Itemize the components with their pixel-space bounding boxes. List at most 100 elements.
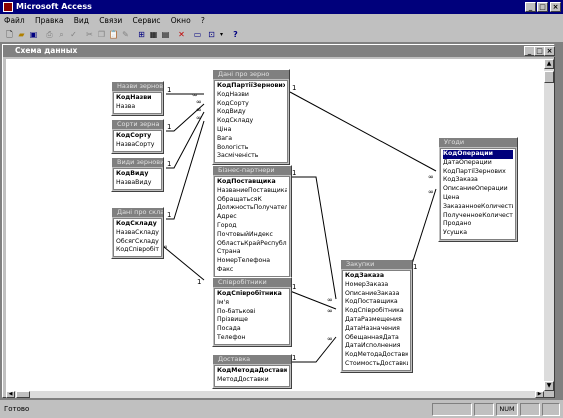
print-icon[interactable]: ⎙	[46, 30, 53, 39]
open-icon[interactable]: ▰	[18, 30, 25, 39]
new-object-dropdown-icon[interactable]: ▾	[219, 31, 223, 38]
field-row[interactable]: КодСпівробітника	[217, 290, 282, 297]
field-row[interactable]: КодЗаказа	[443, 176, 478, 184]
relationships-canvas[interactable]: 1 ∞ 1 ∞ 1 ∞ 1 ∞ 1 ∞ 1 ∞ 1 ∞ 1 ∞ 1	[6, 59, 544, 391]
table-partnery[interactable]: Бізнес-партнери КодПоставщика НазваниеПо…	[212, 165, 292, 279]
menu-help[interactable]: ?	[200, 16, 205, 25]
minimize-button[interactable]: _	[525, 2, 536, 12]
table-title[interactable]: Сорти зерна	[112, 120, 163, 129]
field-row[interactable]: Продано	[443, 220, 472, 228]
field-row[interactable]: ДатаИсполнения	[345, 342, 401, 350]
field-row[interactable]: НомерЗаказа	[345, 280, 389, 288]
field-row[interactable]: КодСкладу	[116, 220, 157, 227]
field-row[interactable]: ЗаказанноеКоличество	[443, 202, 513, 210]
field-row[interactable]: ОписаниеОперации	[443, 185, 508, 193]
field-row[interactable]: МетодДоставки	[217, 375, 269, 383]
field-row[interactable]: ОбещаннаяДата	[345, 333, 399, 341]
menu-relationships[interactable]: Связи	[99, 16, 123, 25]
preview-icon[interactable]: ⌕	[59, 30, 64, 39]
spelling-icon[interactable]: ✓	[70, 30, 77, 39]
table-sorty[interactable]: Сорти зерна КодСорту НазваСорту	[111, 119, 164, 154]
save-icon[interactable]: ▣	[29, 30, 38, 39]
field-row[interactable]: Ціна	[217, 125, 232, 133]
table-sklady[interactable]: Дані про склади КодСкладу НазваСкладу Об…	[111, 207, 164, 260]
field-row[interactable]: КодНазви	[116, 94, 152, 101]
menu-window[interactable]: Окно	[170, 16, 191, 25]
field-row[interactable]: КодПоставщика	[217, 178, 276, 185]
scroll-right-button[interactable]: ▶	[535, 391, 544, 398]
delete-icon[interactable]: ✕	[178, 30, 185, 39]
field-row[interactable]: Город	[217, 221, 237, 229]
field-row[interactable]: КодМетодаДоставки	[345, 351, 408, 359]
field-row[interactable]: Адрес	[217, 213, 237, 221]
table-title[interactable]: Дані про склади	[112, 208, 163, 217]
table-zerno[interactable]: Дані про зерно КодПартіїЗернових КодНазв…	[212, 69, 290, 166]
new-object-icon[interactable]: ⊡	[208, 30, 215, 39]
field-row[interactable]: ПолученноеКоличество	[443, 211, 513, 219]
menu-view[interactable]: Вид	[73, 16, 89, 25]
horizontal-scroll-thumb[interactable]	[16, 391, 30, 398]
field-row[interactable]: СтоимостьДоставки	[345, 359, 408, 367]
table-title[interactable]: Співробітники	[213, 278, 291, 287]
table-vydy[interactable]: Види зернових КодВиду НазваВиду	[111, 157, 164, 192]
field-row-selected[interactable]: КодОперации	[443, 150, 513, 159]
field-row[interactable]: Засміченість	[217, 152, 259, 160]
format-painter-icon[interactable]: ✎	[122, 30, 129, 39]
database-window-icon[interactable]: ▭	[193, 30, 202, 39]
field-row[interactable]: КодПоставщика	[345, 298, 398, 306]
field-row[interactable]: ОбластьКрайРеспублика	[217, 239, 287, 247]
copy-icon[interactable]: ❐	[97, 30, 106, 39]
field-row[interactable]: КодВиду	[217, 108, 246, 116]
field-row[interactable]: КодПартіїЗернових	[443, 167, 506, 175]
field-row[interactable]: ДолжностьПолучателя	[217, 204, 287, 212]
child-close-button[interactable]: ×	[544, 46, 555, 56]
menu-file[interactable]: Файл	[4, 16, 25, 25]
table-title[interactable]: Закупки	[341, 260, 412, 269]
field-row[interactable]: ОбсягСкладу	[116, 237, 159, 245]
menu-edit[interactable]: Правка	[34, 16, 64, 25]
field-row[interactable]: КодСорту	[116, 132, 152, 139]
field-row[interactable]: Ім'я	[217, 298, 229, 306]
field-row[interactable]: КодВиду	[116, 170, 149, 177]
field-row[interactable]: Вага	[217, 134, 233, 142]
table-zakupki[interactable]: Закупки КодЗаказа НомерЗаказа ОписаниеЗа…	[340, 259, 413, 373]
field-row[interactable]: Страна	[217, 248, 241, 256]
field-row[interactable]: НазваВиду	[116, 178, 152, 186]
table-ugody[interactable]: Угоди КодОперации ДатаОперации КодПартії…	[438, 137, 518, 242]
field-row[interactable]: Назва	[116, 102, 136, 110]
field-row[interactable]: КодСпівробітник	[116, 246, 159, 254]
vertical-scroll-thumb[interactable]	[544, 71, 554, 83]
field-row[interactable]: Цена	[443, 193, 460, 201]
field-row[interactable]: Прізвище	[217, 316, 248, 324]
field-row[interactable]: НазваниеПоставщика	[217, 186, 287, 194]
field-row[interactable]: Телефон	[217, 333, 246, 341]
field-row[interactable]: КодПартіїЗернових	[217, 82, 285, 89]
field-row[interactable]: КодСорту	[217, 99, 249, 107]
field-row[interactable]: Усушка	[443, 229, 468, 237]
table-dostavka[interactable]: Доставка КодМетодаДоставки МетодДоставки	[212, 354, 292, 389]
menu-tools[interactable]: Сервис	[132, 16, 161, 25]
table-title[interactable]: Види зернових	[112, 158, 163, 167]
field-row[interactable]: НазваСкладу	[116, 228, 159, 236]
field-row[interactable]: Посада	[217, 325, 241, 333]
maximize-button[interactable]: □	[537, 2, 548, 12]
table-title[interactable]: Дані про зерно	[213, 70, 289, 79]
table-nazvy[interactable]: Назви зернових КодНазви Назва	[111, 81, 164, 116]
field-row[interactable]: КодМетодаДоставки	[217, 367, 287, 374]
table-title[interactable]: Бізнес-партнери	[213, 166, 291, 175]
table-title[interactable]: Доставка	[213, 355, 291, 364]
cut-icon[interactable]: ✂	[86, 30, 93, 39]
field-row[interactable]: ПочтовыйИндекс	[217, 230, 273, 238]
show-all-icon[interactable]: ▤	[161, 30, 170, 39]
scroll-left-button[interactable]: ◀	[6, 391, 15, 398]
field-row[interactable]: Факс	[217, 265, 234, 273]
show-direct-icon[interactable]: ▦	[149, 30, 158, 39]
field-row[interactable]: КодСкладу	[217, 117, 254, 125]
scroll-down-button[interactable]: ▼	[544, 381, 554, 391]
field-row[interactable]: По-батькові	[217, 307, 256, 315]
vertical-scrollbar[interactable]: ▲ ▼	[544, 59, 554, 391]
paste-icon[interactable]: 📋	[108, 30, 119, 39]
field-row[interactable]: КодНазви	[217, 90, 249, 98]
field-row[interactable]: КодЗаказа	[345, 272, 385, 279]
field-row[interactable]: ОбращатьсяК	[217, 195, 262, 203]
